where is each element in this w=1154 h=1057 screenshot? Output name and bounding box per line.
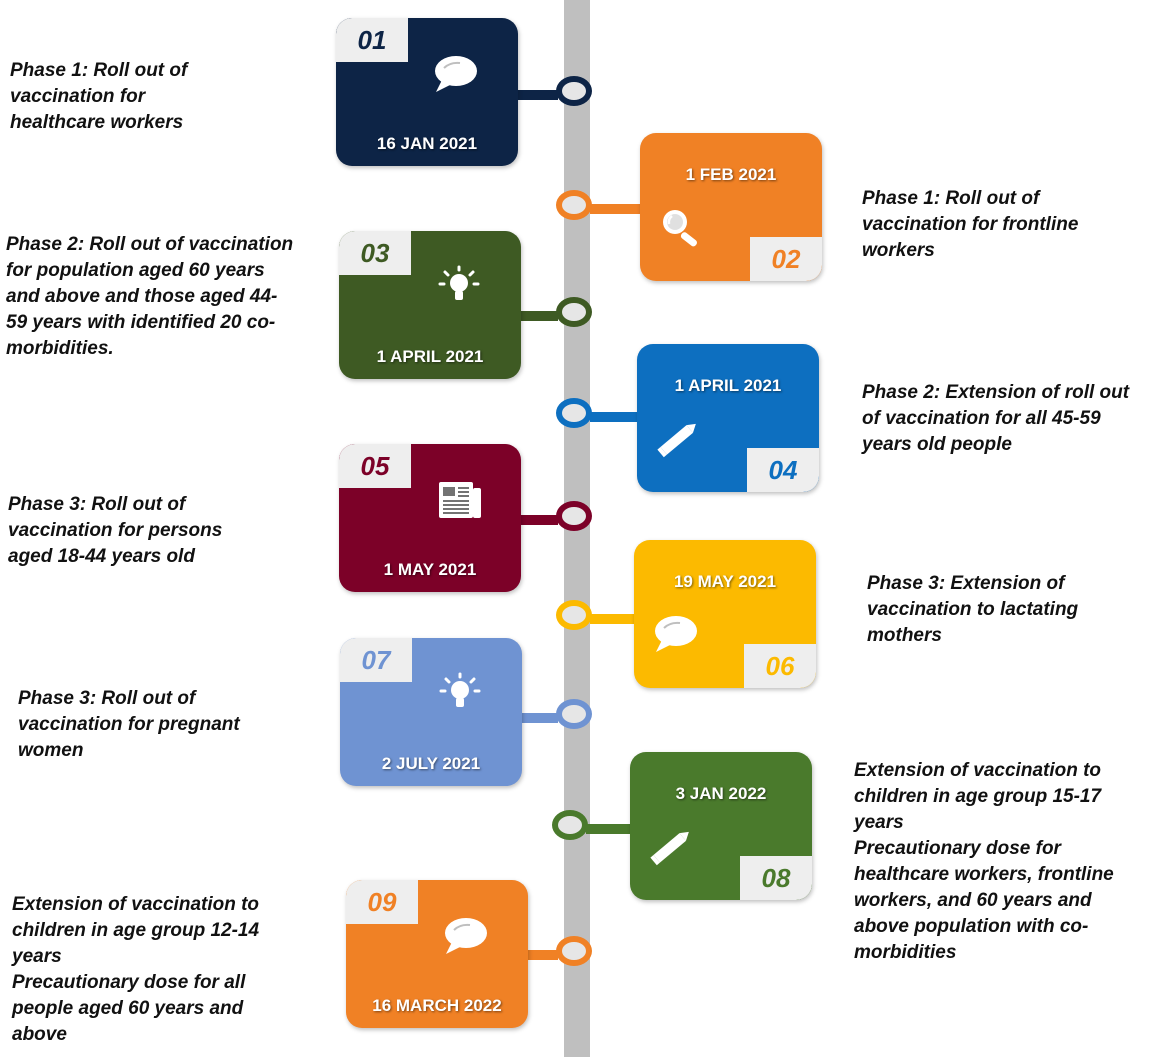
milestone-number: 03 xyxy=(339,231,411,275)
timeline-node xyxy=(556,398,592,428)
lightbulb-icon xyxy=(431,265,487,309)
speech-bubble-icon xyxy=(648,612,704,656)
milestone-card: 04 1 APRIL 2021 xyxy=(637,344,819,492)
timeline-connector xyxy=(521,515,558,525)
milestone-card: 08 3 JAN 2022 xyxy=(630,752,812,900)
lightbulb-icon xyxy=(432,672,488,716)
milestone-description: Phase 3: Roll out of vaccination for pre… xyxy=(18,688,240,761)
milestone-description: Phase 3: Extension of vaccination to lac… xyxy=(867,573,1079,646)
timeline-connector xyxy=(590,614,636,624)
milestone-number: 08 xyxy=(740,856,812,900)
milestone-number: 04 xyxy=(747,448,819,492)
milestone-date: 1 MAY 2021 xyxy=(383,560,477,579)
pencil-icon xyxy=(651,416,707,460)
speech-bubble-icon xyxy=(428,52,484,96)
timeline-node xyxy=(556,936,592,966)
milestone-date: 2 JULY 2021 xyxy=(381,754,481,773)
timeline-connector xyxy=(528,950,558,960)
magnifier-icon xyxy=(654,205,710,249)
milestone-description: Phase 2: Extension of roll out of vaccin… xyxy=(862,382,1130,455)
timeline-connector xyxy=(590,412,639,422)
milestone-card: 07 2 JULY 2021 xyxy=(340,638,522,786)
newspaper-icon xyxy=(431,478,487,522)
milestone-card: 02 1 FEB 2021 xyxy=(640,133,822,281)
milestone-description: Phase 3: Roll out of vaccination for per… xyxy=(8,494,223,567)
timeline-connector xyxy=(521,311,558,321)
milestone-card: 01 16 JAN 2021 xyxy=(336,18,518,166)
milestone-card: 06 19 MAY 2021 xyxy=(634,540,816,688)
milestone-date: 3 JAN 2022 xyxy=(675,784,767,803)
milestone-date: 1 FEB 2021 xyxy=(685,165,777,184)
milestone-date: 1 APRIL 2021 xyxy=(674,376,782,395)
milestone-number: 09 xyxy=(346,880,418,924)
milestone-date: 16 JAN 2021 xyxy=(376,134,478,153)
timeline-node xyxy=(556,699,592,729)
milestone-date: 19 MAY 2021 xyxy=(673,572,777,591)
milestone-number: 06 xyxy=(744,644,816,688)
milestone-description: Extension of vaccination to children in … xyxy=(854,760,1114,963)
timeline-node xyxy=(552,810,588,840)
timeline-node xyxy=(556,190,592,220)
timeline-node xyxy=(556,501,592,531)
speech-bubble-icon xyxy=(438,914,494,958)
milestone-number: 07 xyxy=(340,638,412,682)
timeline-connector xyxy=(522,713,558,723)
timeline-node xyxy=(556,297,592,327)
milestone-number: 05 xyxy=(339,444,411,488)
milestone-description: Phase 1: Roll out of vaccination for fro… xyxy=(862,188,1079,261)
milestone-number: 02 xyxy=(750,237,822,281)
timeline-node xyxy=(556,76,592,106)
milestone-card: 09 16 MARCH 2022 xyxy=(346,880,528,1028)
milestone-card: 03 1 APRIL 2021 xyxy=(339,231,521,379)
timeline-node xyxy=(556,600,592,630)
timeline-connector xyxy=(518,90,558,100)
timeline-connector xyxy=(586,824,632,834)
milestone-description: Phase 2: Roll out of vaccination for pop… xyxy=(6,234,294,359)
milestone-number: 01 xyxy=(336,18,408,62)
milestone-description: Phase 1: Roll out of vaccination for hea… xyxy=(10,60,188,133)
pencil-icon xyxy=(644,824,700,868)
milestone-date: 16 MARCH 2022 xyxy=(372,996,502,1015)
milestone-date: 1 APRIL 2021 xyxy=(376,347,484,366)
milestone-card: 05 1 MAY 2021 xyxy=(339,444,521,592)
timeline-connector xyxy=(590,204,642,214)
milestone-description: Extension of vaccination to children in … xyxy=(12,894,260,1045)
